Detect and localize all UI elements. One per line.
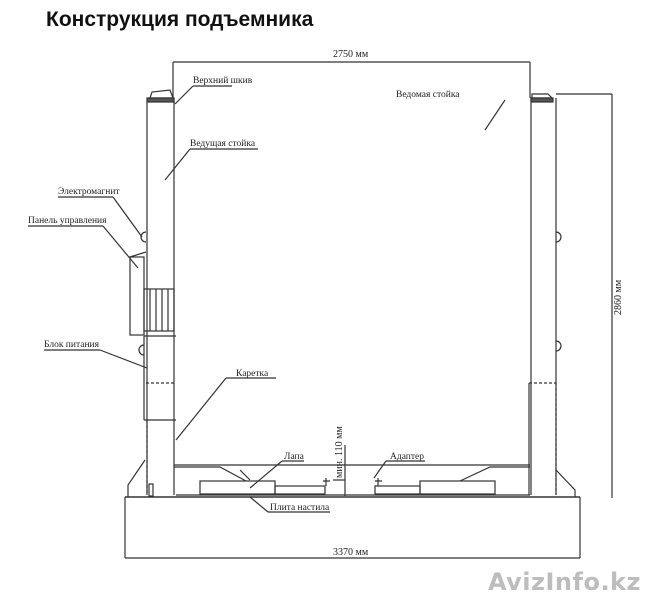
lift-arms [174,464,530,495]
label-base-plate: Плита настила [270,503,330,513]
dim-width-top: 2750 мм [333,49,369,60]
label-slave-post: Ведомая стойка [396,89,460,100]
label-power-unit: Блок питания [44,340,100,350]
label-arm: Лапа [284,452,305,462]
watermark: AvizInfo.kz [487,568,641,596]
slave-post [528,93,576,497]
label-main-post: Ведущая стойка [190,138,256,149]
main-post [127,89,176,497]
label-carriage: Каретка [236,369,269,379]
dim-min-clearance: мин. 110 мм [334,426,345,478]
label-control-panel: Панель управления [28,216,107,226]
label-adapter: Адаптер [390,452,424,462]
label-top-pulley: Верхний шкив [193,75,253,86]
label-electromagnet: Электромагнит [58,187,120,197]
base-plate [124,494,581,559]
dim-width-bottom: 3370 мм [333,547,369,558]
dim-height: 2860 мм [613,279,624,315]
diagram-title: Конструкция подъемника [46,8,314,31]
